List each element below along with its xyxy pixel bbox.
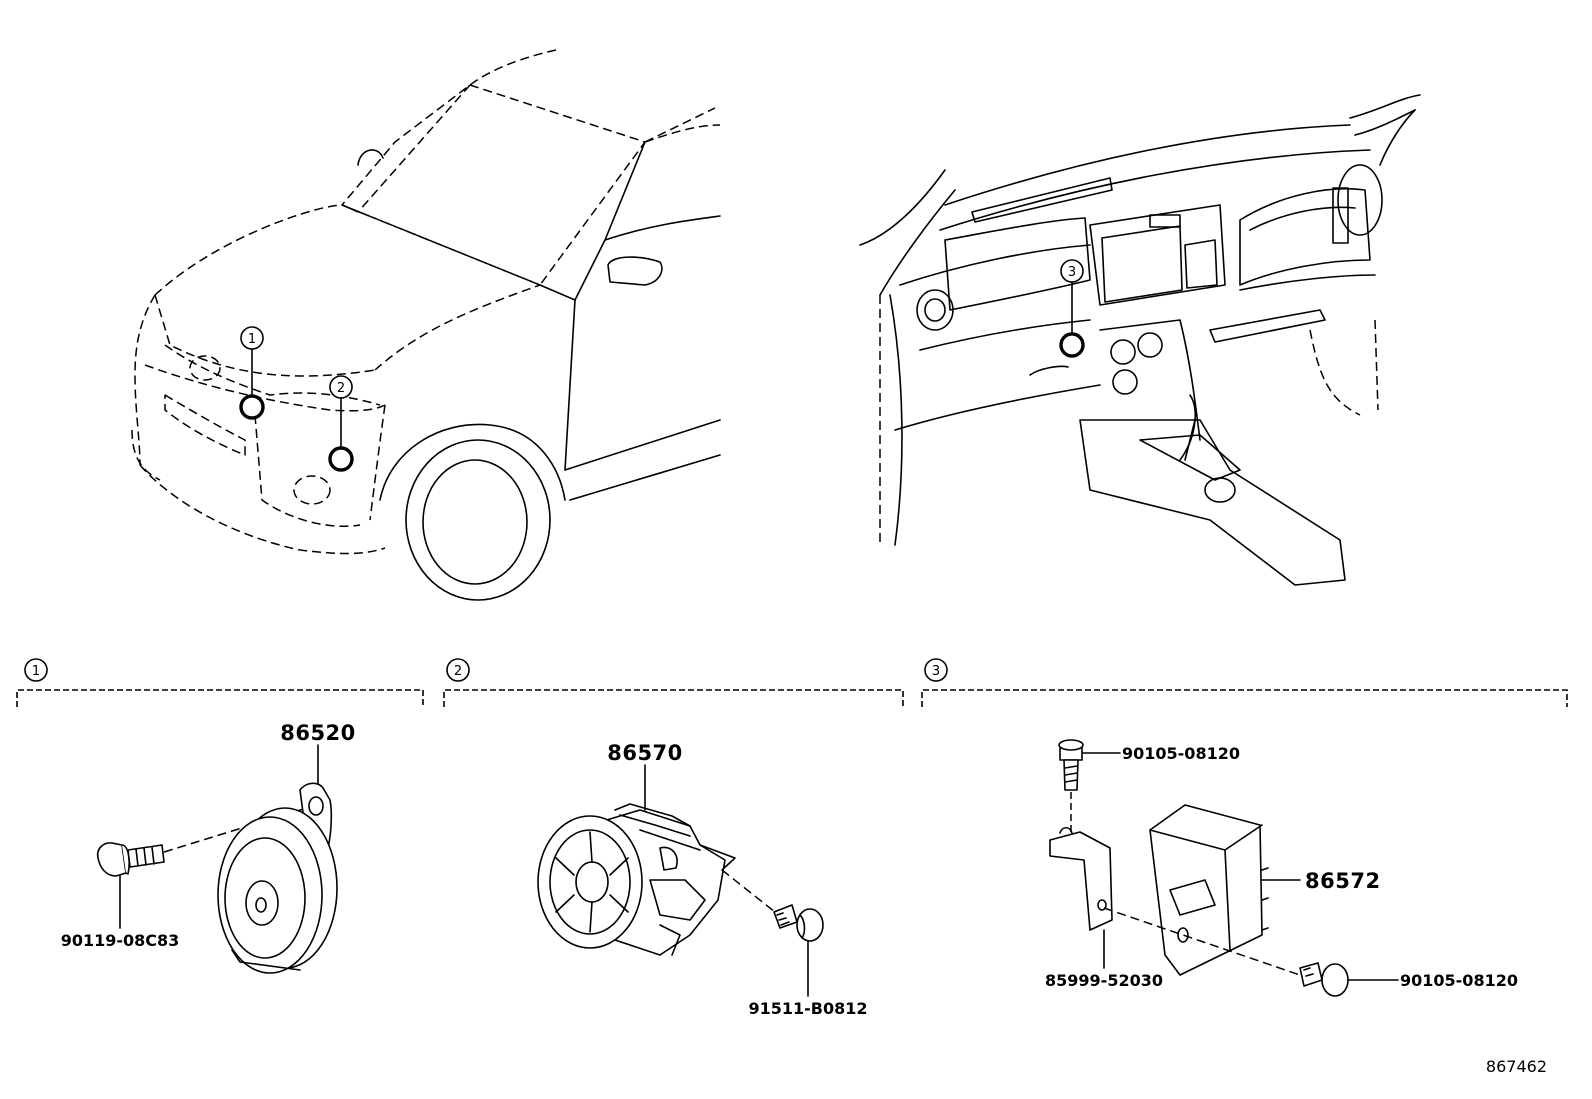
section-1-number: 1: [32, 664, 40, 679]
section-3-number: 3: [932, 664, 940, 679]
security-module-assembly: 90105-08120 86572 85999-52030 90105-0812…: [1045, 739, 1518, 997]
bolt-90119: [96, 842, 165, 877]
part-label-86570: 86570: [607, 741, 683, 765]
section-1-header: 1: [16, 658, 424, 707]
diagram-reference-number: 867462: [1486, 1057, 1547, 1076]
callout-2-label: 2: [337, 381, 345, 396]
section-3-header: 3: [921, 658, 1568, 707]
part-label-91511-B0812: 91511-B0812: [748, 999, 867, 1018]
bolt-91511: [773, 904, 824, 942]
location-marker-3: [1059, 332, 1085, 358]
part-label-90105-08120-top: 90105-08120: [1122, 744, 1240, 763]
part-label-86520: 86520: [280, 721, 356, 745]
part-label-90105-08120-bottom: 90105-08120: [1400, 971, 1518, 990]
callout-3-label: 3: [1068, 265, 1076, 280]
bolt-90105-bottom: [1299, 962, 1399, 997]
location-marker-1: [239, 394, 265, 420]
location-marker-2: [328, 446, 354, 472]
section-2-number: 2: [454, 664, 462, 679]
siren-assembly: 86570 91511-B0812: [537, 741, 868, 1018]
bolt-90105-top: [1058, 739, 1121, 791]
part-label-90119-08C83: 90119-08C83: [61, 931, 180, 950]
part-label-86572: 86572: [1305, 869, 1381, 893]
section-2-header: 2: [443, 658, 904, 707]
horn-assembly: 86520 90119-08C83: [61, 721, 356, 974]
part-label-85999-52030: 85999-52030: [1045, 971, 1163, 990]
vehicle-interior-view: 3: [859, 94, 1421, 586]
vehicle-exterior-view: 1 2: [131, 49, 721, 601]
callout-1-label: 1: [248, 332, 256, 347]
